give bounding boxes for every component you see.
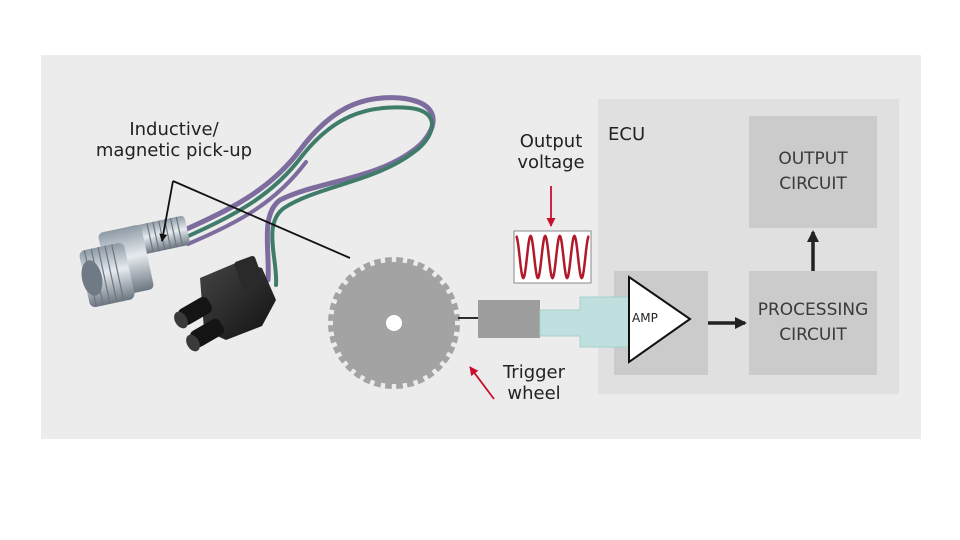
wheel-notch [368, 258, 376, 267]
wheel-notch [391, 384, 397, 391]
connector-icon [174, 255, 276, 352]
trigger-wheel-label: Trigger wheel [502, 362, 566, 404]
pickup-label: Inductive/ magnetic pick-up [95, 119, 253, 161]
wheel-notch [329, 297, 338, 305]
sensor-icon [79, 216, 190, 308]
wheel-notch [340, 360, 349, 369]
wheel-notch [334, 287, 343, 295]
wheel-notch [358, 374, 366, 383]
wheel-notch [402, 255, 408, 264]
wheel-notch [326, 320, 333, 326]
wheel-notch [412, 379, 420, 388]
wheel-notch [453, 331, 462, 337]
wheel-notch [334, 351, 343, 359]
wheel-notch [422, 263, 430, 272]
wheel-notch [453, 309, 462, 315]
wheel-notch [380, 255, 386, 264]
wheel-notch [450, 341, 459, 349]
wheel-notch [439, 277, 448, 286]
processing-circuit-box [749, 271, 877, 375]
output-circuit-box [749, 116, 877, 228]
wheel-notch [455, 320, 462, 326]
wheel-notch [348, 368, 357, 377]
processing-circuit-label: PROCESSING CIRCUIT [757, 300, 869, 345]
output-circuit-label: OUTPUT CIRCUIT [778, 149, 848, 194]
wheel-notch [439, 360, 448, 369]
ecu-label: ECU [608, 124, 646, 145]
amp-label: AMP [632, 311, 658, 325]
wheel-notch [445, 287, 454, 295]
signal-channel [539, 296, 631, 348]
wheel-notch [380, 382, 386, 391]
wheel-notch [368, 379, 376, 388]
wheel-notch [431, 368, 440, 377]
wheel-notch [402, 382, 408, 391]
wheel-notch [445, 351, 454, 359]
wheel-notch [450, 297, 459, 305]
wheel-notch [391, 255, 397, 262]
pickup-pointer [159, 180, 351, 259]
wheel-notch [340, 277, 349, 286]
wheel-notch [329, 341, 338, 349]
sensor-wires [177, 95, 436, 287]
wheel-notch [326, 331, 335, 337]
wheel-notch [422, 374, 430, 383]
wheel-notch [326, 309, 335, 315]
wheel-notch [358, 263, 366, 272]
output-voltage-signal [515, 234, 590, 280]
output-voltage-label: Output voltage [517, 131, 585, 173]
trigger-wheel-arrow [469, 366, 495, 400]
wheel-notch [431, 269, 440, 278]
trigger-wheel-icon [326, 255, 462, 391]
amplifier-icon [628, 275, 692, 364]
wheel-notch [412, 258, 420, 267]
sensor-head [478, 300, 540, 338]
wheel-notch [348, 269, 357, 278]
